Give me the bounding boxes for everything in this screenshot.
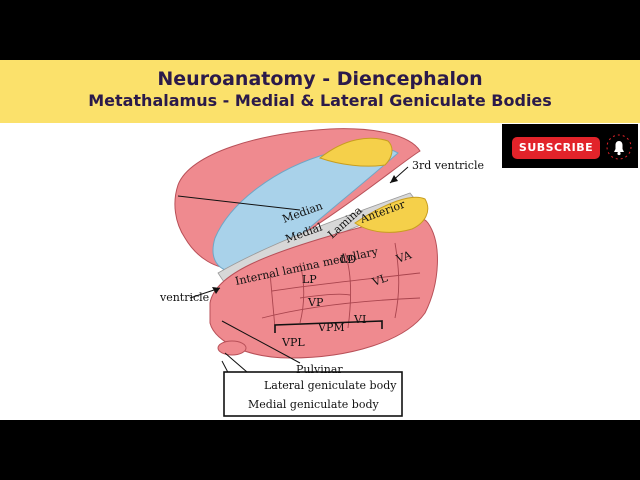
medial-surface [212, 146, 399, 273]
label-vl: VL [370, 271, 390, 289]
subscribe-button[interactable]: SUBSCRIBE [512, 137, 600, 159]
thalamus-diagram: 3rd ventricle ventricle Median Medial La… [159, 128, 484, 417]
label-pulvinar: Pulvinar [296, 363, 343, 376]
label-vpl: VPL [281, 336, 305, 349]
anterior-lower [354, 196, 429, 233]
label-ventricle: ventricle [159, 291, 209, 304]
label-va: VA [394, 248, 415, 266]
title-banner: Neuroanatomy - Diencephalon Metathalamus… [0, 60, 640, 123]
label-lateral-geniculate: Lateral geniculate body [264, 379, 397, 392]
label-vpm: VPM [317, 321, 345, 334]
geniculate-label-box [223, 371, 403, 417]
page-title: Neuroanatomy - Diencephalon [157, 68, 483, 90]
bell-icon[interactable] [606, 134, 632, 160]
bracket [274, 320, 383, 333]
diagram-area: 3rd ventricle ventricle Median Medial La… [0, 123, 640, 420]
pulvinar-bump [217, 340, 247, 356]
subscribe-widget: SUBSCRIBE [502, 124, 638, 168]
page-subtitle: Metathalamus - Medial & Lateral Genicula… [88, 91, 552, 110]
anterior-upper [318, 137, 393, 167]
label-medial-geniculate: Medial geniculate body [248, 398, 380, 411]
bottom-letterbox [0, 420, 640, 480]
label-third-ventricle: 3rd ventricle [412, 159, 484, 172]
nuclei-borders [261, 242, 421, 329]
label-lp: LP [302, 273, 317, 286]
label-vp: VP [307, 296, 324, 309]
label-vi: VI [353, 313, 366, 326]
lower-lobe [209, 216, 438, 359]
top-letterbox [0, 0, 640, 60]
label-ld: LD [340, 253, 356, 266]
